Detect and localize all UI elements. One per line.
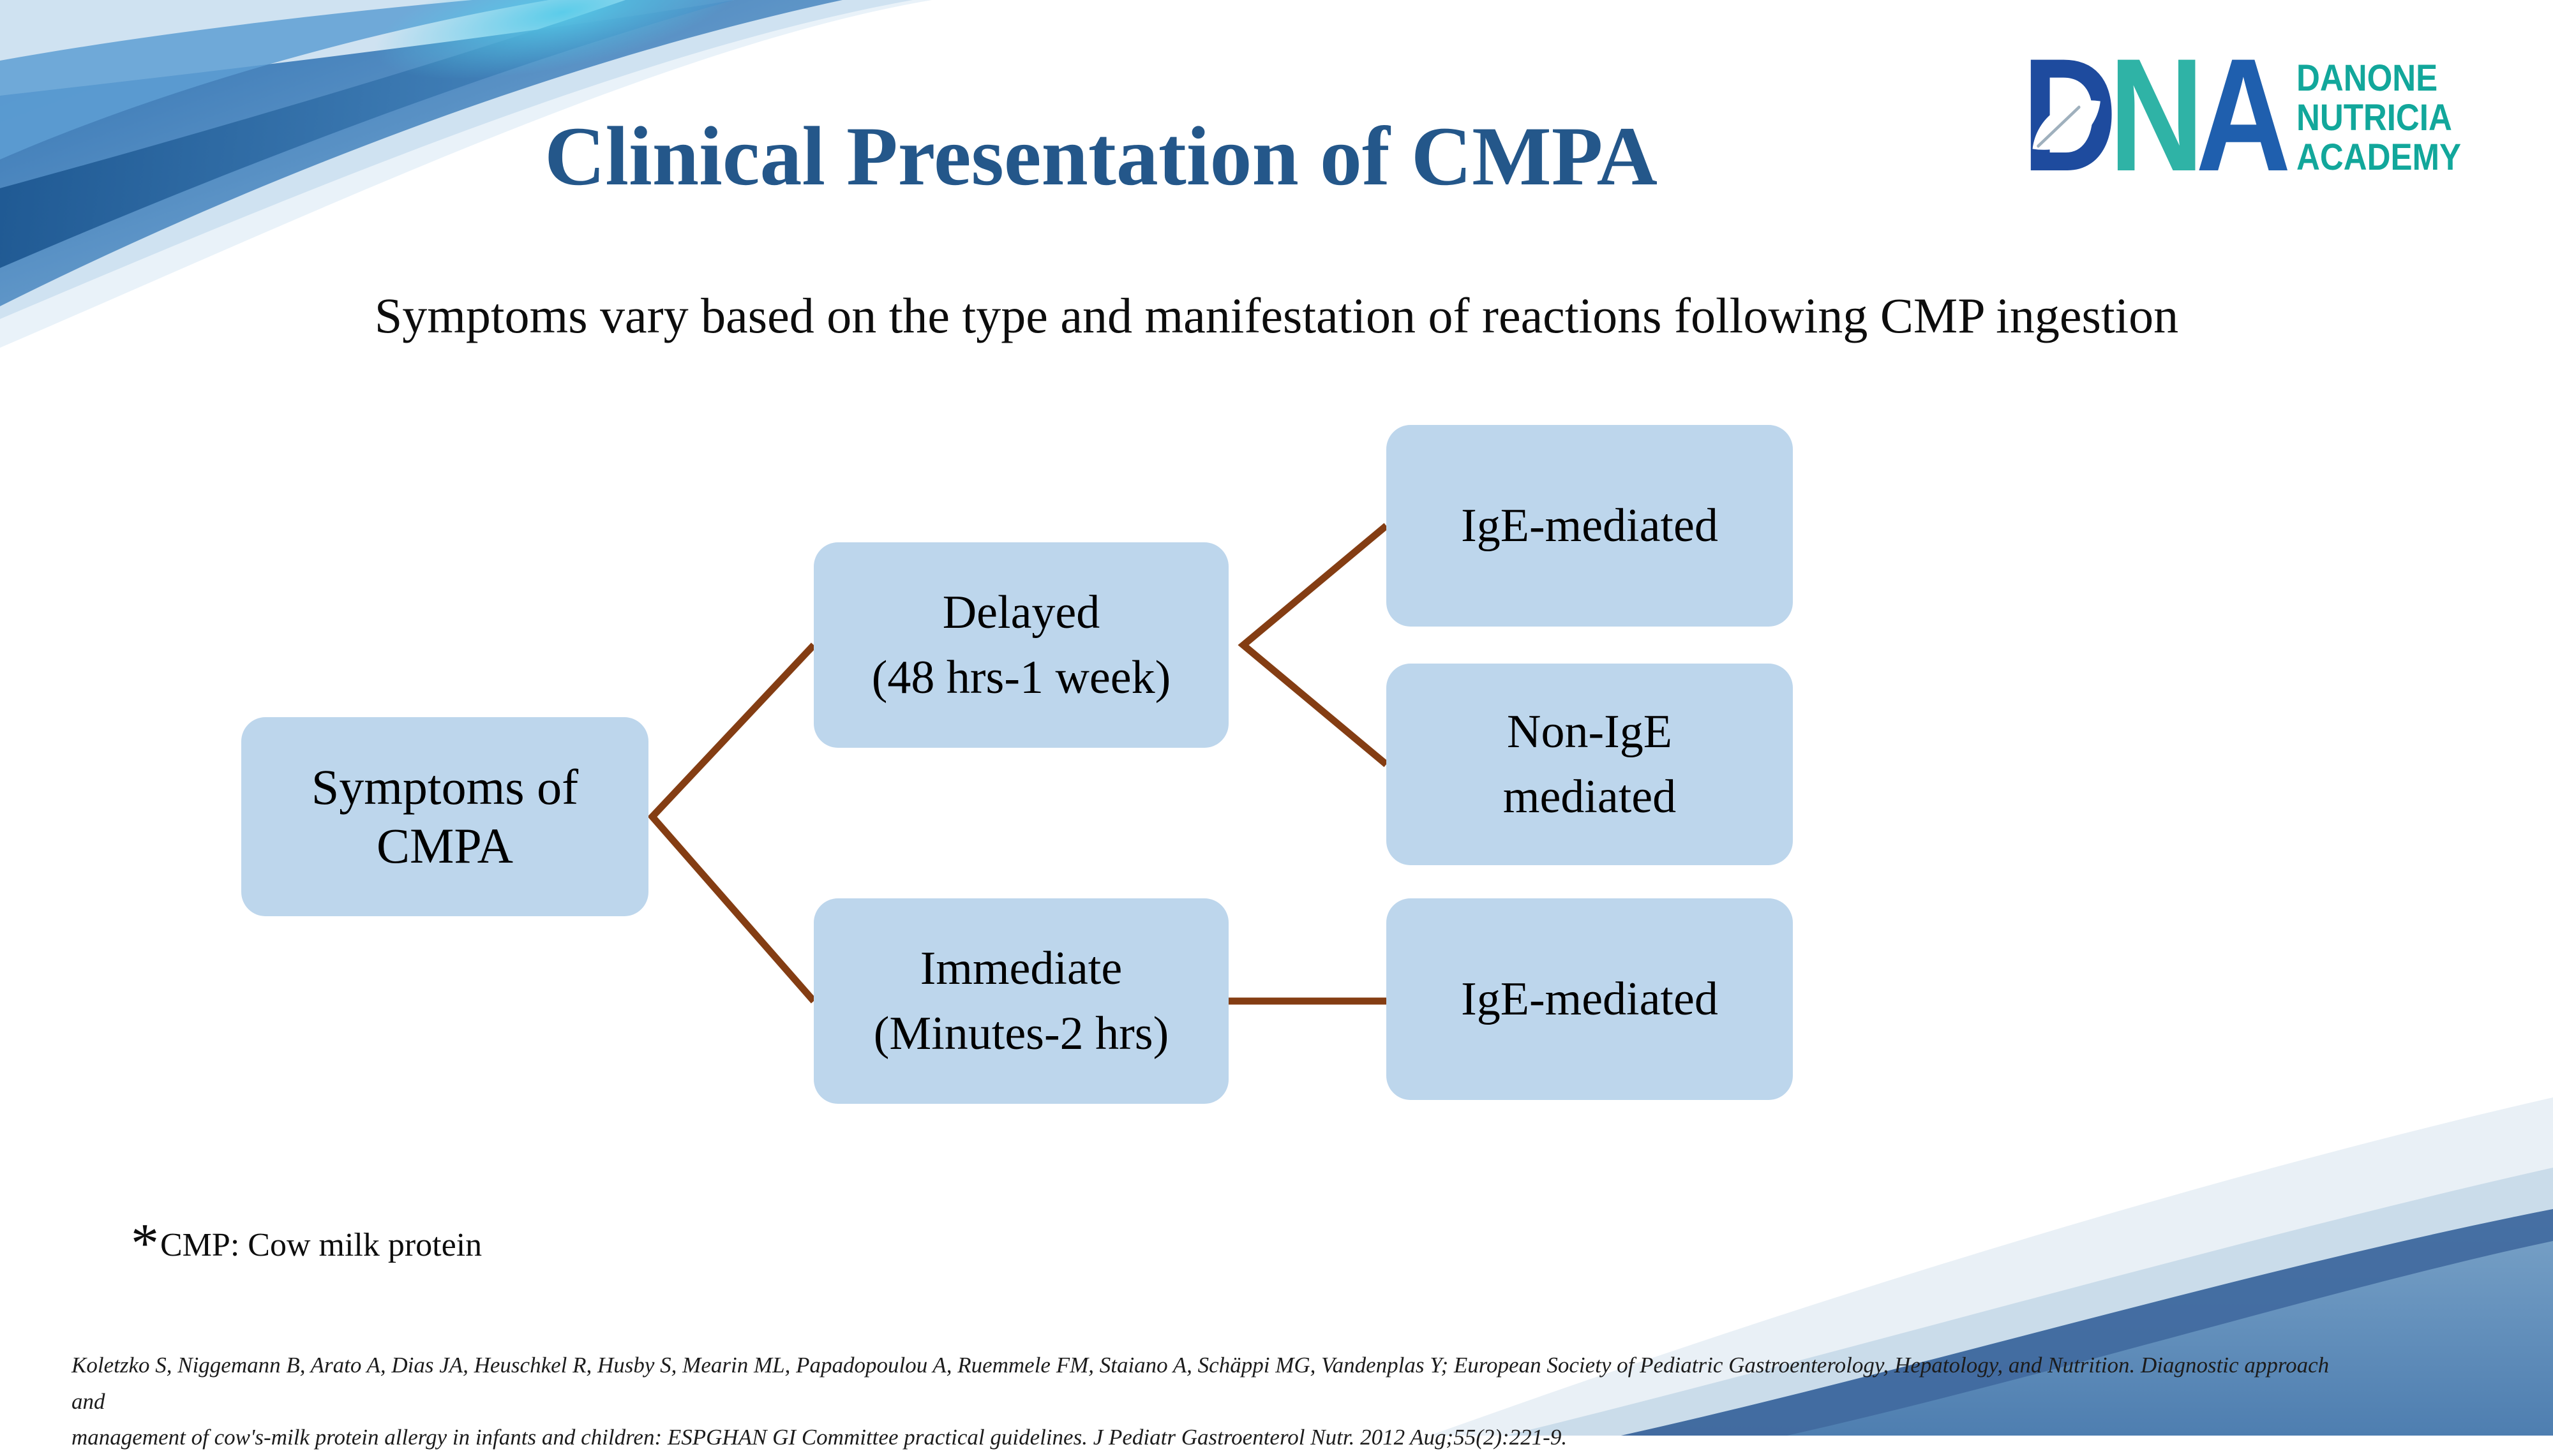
- slide-subtitle: Symptoms vary based on the type and mani…: [374, 288, 2179, 343]
- citation-line: Koletzko S, Niggemann B, Arato A, Dias J…: [71, 1353, 2330, 1414]
- footnote-asterisk: *: [131, 1213, 160, 1275]
- connector-symptoms-branch: [647, 643, 817, 1004]
- citation-line: management of cow's-milk protein allergy…: [71, 1425, 1568, 1450]
- logo-letter-a: A: [2196, 26, 2291, 205]
- connector-delayed-branch: [1238, 523, 1389, 768]
- logo-org-name: DANONE NUTRICIA ACADEMY: [2296, 50, 2461, 177]
- node-label: Delayed (48 hrs-1 week): [871, 586, 1171, 704]
- node-symptoms-of-cmpa: Symptoms of CMPA: [241, 717, 648, 916]
- node-ige-mediated-delayed: IgE-mediated: [1386, 425, 1793, 627]
- logo-org-line: DANONE: [2296, 57, 2438, 99]
- dna-logo: DNA DANONE NUTRICIA ACADEMY: [2022, 35, 2520, 200]
- dna-logo-letters: DNA: [2022, 35, 2291, 196]
- node-immediate: Immediate (Minutes-2 hrs): [814, 898, 1229, 1104]
- citation: Koletzko S, Niggemann B, Arato A, Dias J…: [71, 1348, 2344, 1456]
- footnote-text: CMP: Cow milk protein: [160, 1227, 483, 1263]
- node-label: Symptoms of CMPA: [311, 759, 579, 873]
- logo-org-line: NUTRICIA: [2296, 97, 2452, 138]
- slide-title: Clinical Presentation of CMPA: [544, 109, 1658, 203]
- node-delayed: Delayed (48 hrs-1 week): [814, 542, 1229, 748]
- node-ige-mediated-immediate: IgE-mediated: [1386, 898, 1793, 1100]
- logo-letter-n: N: [2109, 26, 2204, 205]
- node-label: IgE-mediated: [1461, 972, 1718, 1025]
- wave-decoration-top-left: [0, 0, 957, 357]
- node-label: IgE-mediated: [1461, 499, 1718, 552]
- node-label: Immediate (Minutes-2 hrs): [873, 942, 1169, 1060]
- logo-org-line: ACADEMY: [2296, 137, 2462, 178]
- footnote: *CMP: Cow milk protein: [131, 1216, 483, 1272]
- node-non-ige-mediated: Non-IgE mediated: [1386, 664, 1793, 865]
- wave-decoration-bottom-right: [1430, 1097, 2553, 1436]
- node-label: Non-IgE mediated: [1502, 705, 1677, 823]
